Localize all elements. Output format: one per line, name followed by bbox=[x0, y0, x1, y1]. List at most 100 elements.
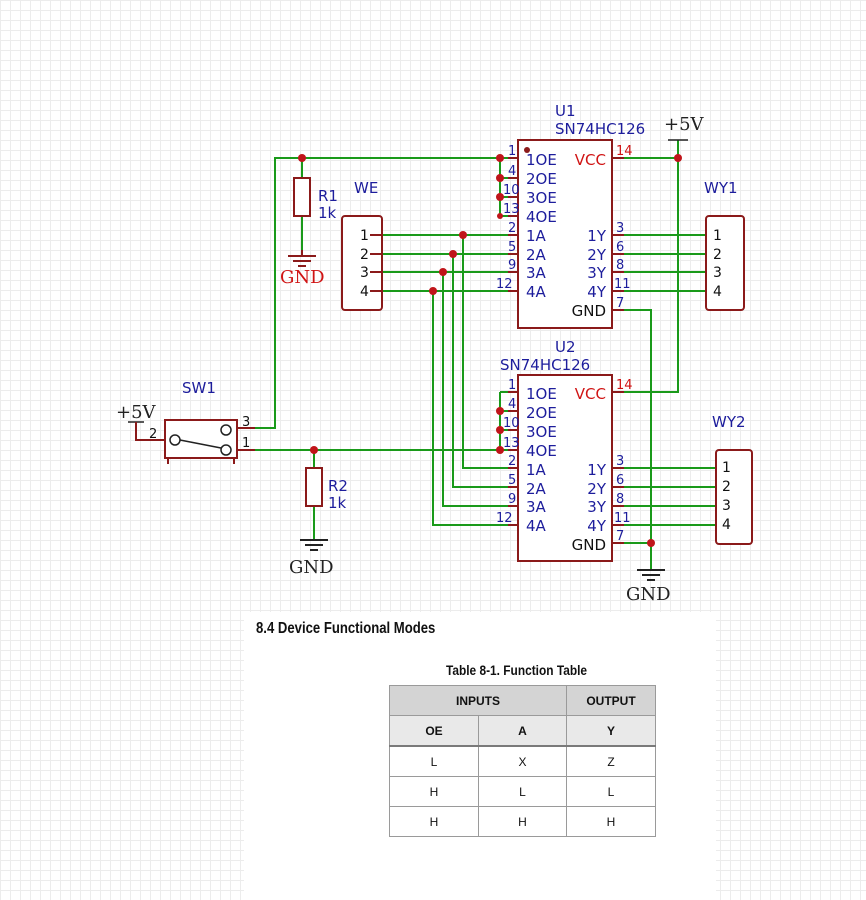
u1-pin-name: VCC bbox=[575, 151, 606, 169]
wy1-pin: 1 bbox=[713, 228, 722, 244]
u1-pin-num: 1 bbox=[508, 144, 516, 159]
gnd-symbol-chips: GND bbox=[626, 569, 671, 605]
u2-pin-num: 13 bbox=[503, 436, 520, 451]
u2-pin-name: 3Y bbox=[587, 498, 607, 516]
gnd-label: GND bbox=[289, 557, 334, 578]
u1-pin-name: 1OE bbox=[526, 151, 557, 169]
wy1-pin: 2 bbox=[713, 247, 722, 263]
wy2-pin: 1 bbox=[722, 460, 731, 476]
output-header: OUTPUT bbox=[566, 685, 656, 716]
wy2-pin: 2 bbox=[722, 479, 731, 495]
vcc-symbol-u1: +5V bbox=[664, 114, 705, 141]
u1-pin-num: 12 bbox=[496, 277, 513, 292]
u1-pin-name: 3OE bbox=[526, 189, 557, 207]
u2-pin-name: VCC bbox=[575, 385, 606, 403]
u2-pin-name: 4Y bbox=[587, 517, 607, 535]
r1-value: 1k bbox=[318, 204, 337, 222]
connector-we: WE 1 2 3 4 bbox=[341, 179, 383, 311]
wy2-ref: WY2 bbox=[712, 413, 746, 431]
table-cell: Z bbox=[566, 745, 656, 777]
we-pin: 2 bbox=[360, 247, 369, 263]
u2-pin-num: 14 bbox=[616, 378, 633, 393]
u2-pin-num: 1 bbox=[508, 378, 516, 393]
gnd-label: GND bbox=[626, 584, 671, 605]
column-header-a: A bbox=[478, 715, 567, 747]
vcc-label: +5V bbox=[116, 402, 157, 423]
u1-pin-name: 1Y bbox=[587, 227, 607, 245]
we-pin: 4 bbox=[360, 284, 369, 300]
table-row: H L L bbox=[389, 776, 656, 807]
u2-chip: U2 SN74HC126 1 4 10 13 2 5 9 12 1OE 2OE … bbox=[496, 338, 633, 562]
junctions bbox=[298, 154, 682, 547]
table-row: H H H bbox=[389, 806, 656, 837]
u1-pin-num: 9 bbox=[508, 258, 516, 273]
u1-chip: U1 SN74HC126 1 4 10 13 2 5 9 12 1OE 2OE … bbox=[496, 102, 645, 329]
switch-sw1: SW1 2 3 1 bbox=[149, 379, 255, 464]
table-cell: L bbox=[566, 776, 656, 807]
datasheet-excerpt: 8.4 Device Functional Modes Table 8-1. F… bbox=[244, 612, 716, 900]
u1-pin-name: 4Y bbox=[587, 283, 607, 301]
gnd-symbol-r1: GND bbox=[280, 250, 325, 288]
u2-pin-num: 3 bbox=[616, 454, 624, 469]
u2-pin-num: 8 bbox=[616, 492, 624, 507]
u2-pin-name: 2A bbox=[526, 480, 547, 498]
table-cell: H bbox=[389, 776, 479, 807]
u2-pin-name: 2OE bbox=[526, 404, 557, 422]
u1-pin-name: 4OE bbox=[526, 208, 557, 226]
u1-pin-num: 7 bbox=[616, 296, 624, 311]
u1-part: SN74HC126 bbox=[555, 120, 645, 138]
u1-pin-name: 2A bbox=[526, 246, 547, 264]
sw1-ref: SW1 bbox=[182, 379, 216, 397]
u2-pin-num: 4 bbox=[508, 397, 516, 412]
sw1-pin: 2 bbox=[149, 427, 157, 442]
wires bbox=[255, 140, 718, 570]
gnd-symbol-r2: GND bbox=[289, 539, 334, 578]
u2-pin-name: 1OE bbox=[526, 385, 557, 403]
u1-ref: U1 bbox=[555, 102, 576, 120]
connector-wy1: WY1 1 2 3 4 bbox=[704, 179, 745, 311]
u1-pin-num: 10 bbox=[503, 183, 520, 198]
u1-pin-num: 13 bbox=[503, 202, 520, 217]
u1-pin-num: 4 bbox=[508, 164, 516, 179]
u2-pin-num: 2 bbox=[508, 454, 516, 469]
u2-pin-num: 9 bbox=[508, 492, 516, 507]
r2-value: 1k bbox=[328, 494, 347, 512]
r2-ref: R2 bbox=[328, 477, 348, 495]
u1-pin-num: 3 bbox=[616, 221, 624, 236]
u1-pin-name: 4A bbox=[526, 283, 547, 301]
u2-pin-name: 1Y bbox=[587, 461, 607, 479]
resistor-r1: R1 1k bbox=[293, 177, 338, 222]
column-header-y: Y bbox=[566, 715, 656, 747]
u1-pin-num: 8 bbox=[616, 258, 624, 273]
table-group-header-row: INPUTS OUTPUT bbox=[389, 685, 656, 716]
u1-pin-num: 14 bbox=[616, 144, 633, 159]
u2-pin-num: 11 bbox=[614, 511, 631, 526]
u1-pin-name: 3Y bbox=[587, 264, 607, 282]
wy1-ref: WY1 bbox=[704, 179, 738, 197]
table-cell: H bbox=[566, 806, 656, 837]
u2-pin-num: 5 bbox=[508, 473, 516, 488]
u2-part: SN74HC126 bbox=[500, 356, 590, 374]
u2-ref: U2 bbox=[555, 338, 576, 356]
function-table: INPUTS OUTPUT OE A Y L X Z H L L H H H bbox=[389, 685, 656, 837]
table-cell: L bbox=[478, 776, 567, 807]
wy2-pin: 4 bbox=[722, 517, 731, 533]
resistor-r2: R2 1k bbox=[305, 467, 348, 512]
r1-ref: R1 bbox=[318, 187, 338, 205]
section-title: 8.4 Device Functional Modes bbox=[256, 620, 436, 637]
u1-pin-name: 2Y bbox=[587, 246, 607, 264]
table-row: L X Z bbox=[389, 745, 656, 777]
u1-pin-num: 6 bbox=[616, 240, 624, 255]
column-header-oe: OE bbox=[389, 715, 479, 747]
u2-pin-name: 4A bbox=[526, 517, 547, 535]
u1-pin-name: 2OE bbox=[526, 170, 557, 188]
table-cell: X bbox=[478, 745, 567, 777]
u1-pin-num: 11 bbox=[614, 277, 631, 292]
u2-pin-num: 7 bbox=[616, 529, 624, 544]
wy1-pin: 3 bbox=[713, 265, 722, 281]
connector-wy2: WY2 1 2 3 4 bbox=[712, 413, 753, 545]
inputs-header: INPUTS bbox=[389, 685, 567, 716]
we-ref: WE bbox=[354, 179, 378, 197]
table-column-header-row: OE A Y bbox=[389, 715, 656, 747]
u1-pin-num: 2 bbox=[508, 221, 516, 236]
